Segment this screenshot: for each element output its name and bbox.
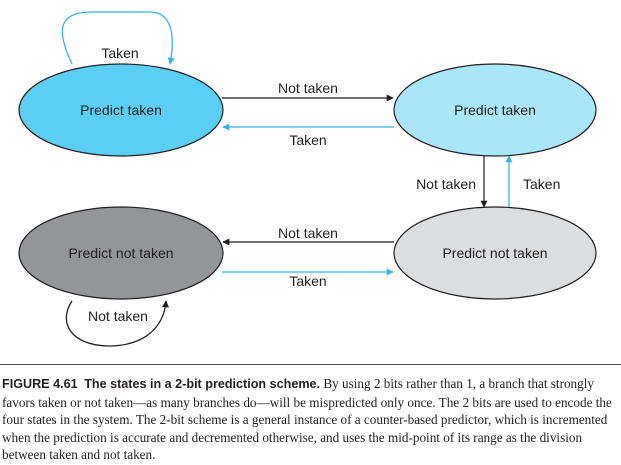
strong-taken-self-loop <box>61 11 175 65</box>
state-weak-not-taken <box>393 206 597 300</box>
figure-caption-body: By using 2 bits rather than 1, a branch … <box>2 376 612 463</box>
figure-title: The states in a 2-bit prediction scheme. <box>84 377 321 391</box>
state-weak-taken <box>393 63 597 157</box>
label-weak-not-taken-to-weak-taken: Taken <box>523 176 560 192</box>
state-strong-not-taken <box>18 206 224 300</box>
label-strong-taken-self: Taken <box>101 45 138 61</box>
state-diagram: Predict taken Predict taken Predict not … <box>18 11 597 347</box>
figure-number: FIGURE 4.61 <box>2 377 78 391</box>
label-weak-not-taken-to-strong-not-taken: Not taken <box>278 225 338 241</box>
state-label-strong-not-taken: Predict not taken <box>68 245 173 261</box>
strong-not-taken-self-loop <box>65 300 169 347</box>
state-label-weak-taken: Predict taken <box>454 102 536 118</box>
label-strong-not-taken-self: Not taken <box>88 308 148 324</box>
label-weak-to-strong-taken: Taken <box>289 132 326 148</box>
state-label-strong-taken: Predict taken <box>80 102 162 118</box>
label-strong-to-weak-taken: Not taken <box>278 80 338 96</box>
state-strong-taken <box>18 63 224 157</box>
label-weak-taken-to-weak-not-taken: Not taken <box>416 176 476 192</box>
state-label-weak-not-taken: Predict not taken <box>442 245 547 261</box>
figure-caption: FIGURE 4.61 The states in a 2-bit predic… <box>2 375 619 464</box>
label-strong-not-taken-to-weak-not-taken: Taken <box>289 273 326 289</box>
caption-rule <box>0 364 621 365</box>
